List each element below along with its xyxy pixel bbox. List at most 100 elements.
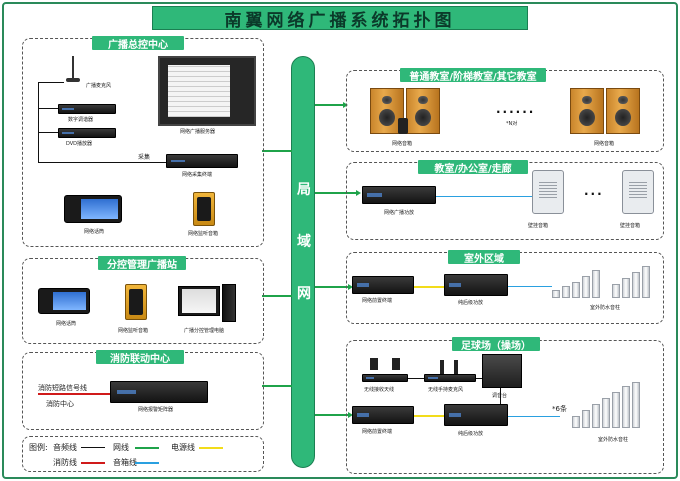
- sub-intercom-device: [38, 288, 90, 314]
- link-field: [315, 414, 351, 416]
- lan-backbone: 局 域 网: [291, 56, 315, 468]
- panel-sub-title: 分控管理广播站: [98, 256, 186, 271]
- label-outdoor-spk: 室外防水音柱: [590, 305, 621, 311]
- label-mic: 广播麦克风: [86, 83, 112, 89]
- outdoor-amp-device: [444, 274, 508, 296]
- label-mic-rx: 无线手持麦克风: [428, 387, 464, 393]
- audio-line-tuner: [38, 108, 58, 109]
- label-field-count: *6条: [552, 405, 567, 413]
- mic-icon: [66, 78, 80, 82]
- audio-line-mic: [38, 82, 64, 83]
- legend-swatch-fire: [81, 462, 105, 464]
- mic-stand: [72, 56, 74, 80]
- handheld-mic-2-icon: [454, 360, 458, 374]
- label-collector: 网络采集终端: [182, 172, 213, 178]
- wireless-receiver-device: [362, 374, 408, 382]
- outdoor-column-speakers: [552, 262, 660, 298]
- label-classroom-right: 网络音箱: [594, 141, 615, 147]
- legend-swatch-power: [199, 447, 223, 449]
- antenna-left-icon: [370, 358, 378, 370]
- arrow-field: [348, 412, 353, 418]
- label-digital-tuner: 数字调谐器: [68, 117, 94, 123]
- sub-monitor-speaker-device: [125, 284, 147, 320]
- office-dots: ...: [584, 184, 604, 198]
- field-speaker-line: [508, 416, 560, 417]
- panel-field-title: 足球场（操场）: [452, 337, 540, 352]
- lan-char-1: 局: [297, 182, 311, 198]
- diagram-title: 南翼网络广播系统拓扑图: [224, 10, 456, 31]
- label-office-amp: 网络广播功放: [384, 210, 415, 216]
- alarm-matrix-device: [110, 381, 208, 403]
- label-office-spk1: 壁挂音箱: [528, 223, 549, 229]
- label-outdoor-amp: 纯后级功放: [458, 300, 484, 306]
- legend-swatch-network: [135, 447, 159, 449]
- arrow-office: [356, 190, 361, 196]
- label-classroom-count: *N对: [506, 121, 518, 127]
- label-dvd: DVD播放器: [66, 141, 93, 147]
- label-field-spk: 室外防水音柱: [598, 437, 629, 443]
- remote-icon: [398, 118, 408, 134]
- panel-outdoor-title: 室外区域: [448, 250, 520, 265]
- outdoor-terminal-device: [352, 276, 414, 294]
- legend-swatch-speaker: [135, 462, 159, 464]
- field-audio-line-1: [408, 378, 424, 379]
- panel-fire-title: 消防联动中心: [96, 350, 184, 365]
- legend-panel: 图例: 音频线 网线 电源线 消防线 音箱线: [22, 436, 264, 472]
- field-column-speakers: [572, 378, 660, 428]
- mic-receiver-device: [424, 374, 476, 382]
- link-outdoor: [315, 286, 351, 288]
- classroom-dots: ......: [496, 102, 536, 116]
- outdoor-power-line: [414, 286, 444, 288]
- label-collector-tag: 采集: [138, 154, 151, 161]
- arrow-classroom: [343, 102, 348, 108]
- title-bar: 南翼网络广播系统拓扑图: [152, 6, 528, 31]
- pc-tower: [222, 284, 236, 322]
- label-pc: 广播分控管理电脑: [184, 328, 225, 334]
- label-classroom-left: 网络音箱: [392, 141, 413, 147]
- field-amp-device: [444, 404, 508, 426]
- label-wireless: 无线接收天线: [364, 387, 395, 393]
- label-monitor-speaker: 网络监听音箱: [188, 231, 219, 237]
- outdoor-speaker-line: [508, 286, 552, 287]
- dvd-device: [58, 128, 116, 138]
- field-terminal-device: [352, 406, 414, 424]
- label-office-spk2: 壁挂音箱: [620, 223, 641, 229]
- classroom-speaker-3: [570, 88, 604, 134]
- link-center: [262, 150, 292, 152]
- label-field-amp: 纯后级功放: [458, 431, 484, 437]
- legend-label-audio: 音频线: [53, 443, 77, 452]
- classroom-speaker-2: [406, 88, 440, 134]
- panel-center-title: 广播总控中心: [92, 36, 184, 51]
- fire-line: [38, 393, 110, 395]
- field-audio-line-2: [476, 378, 482, 379]
- panel-classroom-title: 普通教室/阶梯教室/其它教室: [400, 68, 546, 83]
- classroom-speaker-4: [606, 88, 640, 134]
- digital-tuner-device: [58, 104, 116, 114]
- pc-monitor: [178, 286, 220, 316]
- lan-char-3: 网: [297, 286, 311, 302]
- label-sub-monitor-speaker: 网络监听音箱: [118, 328, 149, 334]
- label-server: 网络广播服务器: [180, 129, 216, 135]
- label-outdoor-terminal: 网络前置终端: [362, 298, 393, 304]
- audio-line-vertical: [38, 82, 39, 162]
- legend-label-power: 电源线: [171, 443, 195, 452]
- antenna-right-icon: [392, 358, 400, 370]
- label-sub-intercom: 网络话筒: [56, 321, 77, 327]
- label-mixer: 调音台: [492, 392, 507, 399]
- office-amp-device: [362, 186, 436, 204]
- legend-label-speaker: 音箱线: [113, 458, 137, 467]
- office-speaker-line: [436, 196, 532, 197]
- field-audio-line-3: [500, 388, 501, 406]
- label-field-terminal: 网络前置终端: [362, 429, 393, 435]
- field-power-line: [414, 415, 444, 417]
- label-fire-signal: 消防短路信号线: [38, 384, 87, 392]
- office-wall-speaker-2: [622, 170, 654, 214]
- label-fire-source: 消防中心: [46, 400, 74, 408]
- arrow-outdoor: [348, 284, 353, 290]
- intercom-device: [64, 195, 122, 223]
- panel-office-title: 教室/办公室/走廊: [418, 160, 528, 175]
- handheld-mic-1-icon: [440, 360, 444, 374]
- label-intercom: 网络话筒: [84, 229, 105, 235]
- lan-char-2: 域: [297, 234, 311, 250]
